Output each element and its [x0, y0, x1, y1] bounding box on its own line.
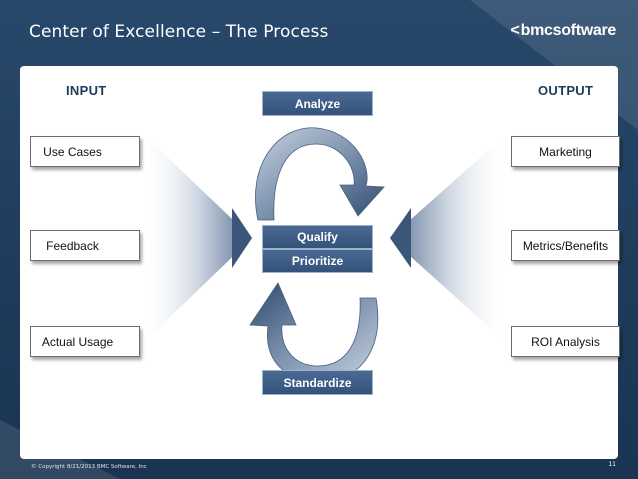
- step-analyze: Analyze: [262, 91, 373, 116]
- page-number: 11: [608, 461, 616, 468]
- step-qualify: Qualify: [262, 225, 373, 249]
- input-header: INPUT: [66, 83, 107, 98]
- logo-glyph: <: [510, 22, 520, 39]
- step-prioritize: Prioritize: [262, 249, 373, 273]
- output-metrics-benefits: Metrics/Benefits: [511, 230, 620, 261]
- output-arrowhead: [390, 208, 411, 268]
- content-panel: INPUT OUTPUT Use Cases Feedback Actual U…: [20, 66, 620, 459]
- bmc-logo: <bmcsoftware: [510, 22, 617, 40]
- bottom-cycle-arrow: [249, 282, 379, 383]
- input-use-cases: Use Cases: [30, 136, 140, 167]
- input-arrowhead: [232, 208, 252, 268]
- step-standardize: Standardize: [262, 370, 373, 395]
- copyright-notice: © Copyright 8/21/2013 BMC Software, Inc: [31, 464, 147, 470]
- output-header: OUTPUT: [538, 83, 594, 98]
- input-funnel: [140, 131, 252, 346]
- input-feedback: Feedback: [30, 230, 140, 261]
- slide-title: Center of Excellence – The Process: [29, 22, 329, 42]
- input-actual-usage: Actual Usage: [30, 326, 140, 357]
- process-flow-graphic: [140, 127, 510, 383]
- output-marketing: Marketing: [511, 136, 620, 167]
- logo-text: bmcsoftware: [520, 22, 617, 39]
- output-roi-analysis: ROI Analysis: [511, 326, 620, 357]
- output-funnel: [390, 131, 510, 346]
- top-cycle-arrow: [255, 127, 385, 221]
